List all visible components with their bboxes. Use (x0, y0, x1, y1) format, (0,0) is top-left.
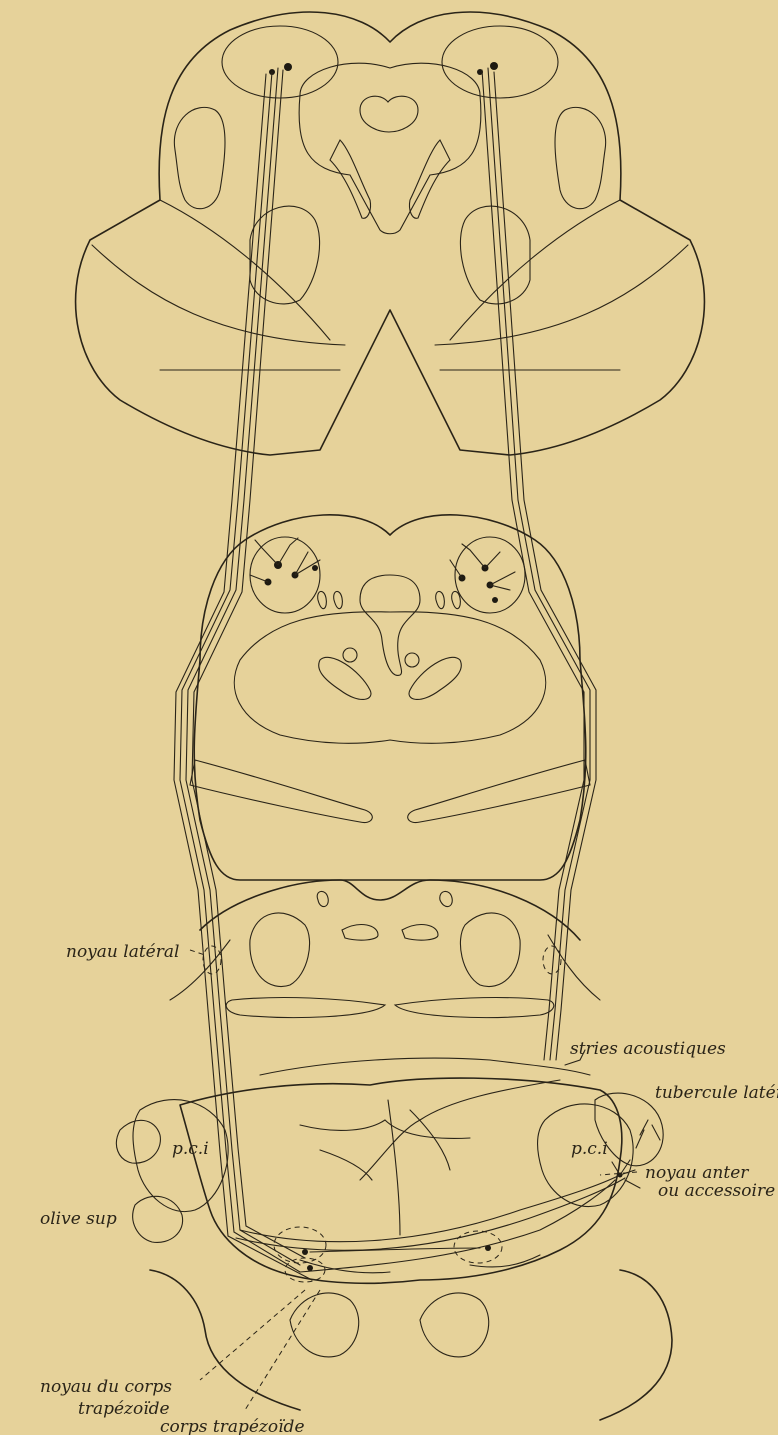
label-noyau-corps-2: trapézoïde (78, 1399, 170, 1419)
section-middle-upper (190, 515, 590, 880)
label-noyau-anter-1: noyau anter (645, 1163, 749, 1183)
section-top (76, 12, 705, 455)
label-pci-right: p.c.i (571, 1139, 608, 1159)
fiber-tracts (174, 68, 625, 1280)
section-middle-lower (170, 880, 600, 1018)
leader-lines (190, 950, 637, 1410)
label-corps-trapezoide: corps trapézoïde (160, 1417, 305, 1435)
label-olive-sup: olive sup (40, 1209, 117, 1229)
label-pci-left: p.c.i (172, 1139, 209, 1159)
label-noyau-anter-2: ou accessoire (658, 1181, 775, 1201)
label-noyau-corps-1: noyau du corps (40, 1377, 172, 1397)
label-stries-acoustiques: stries acoustiques (570, 1039, 726, 1059)
label-noyau-lateral: noyau latéral (66, 942, 179, 962)
labels: noyau latéral stries acoustiques tubercu… (40, 942, 778, 1435)
label-tubercule-lateral: tubercule latéral (655, 1083, 778, 1103)
